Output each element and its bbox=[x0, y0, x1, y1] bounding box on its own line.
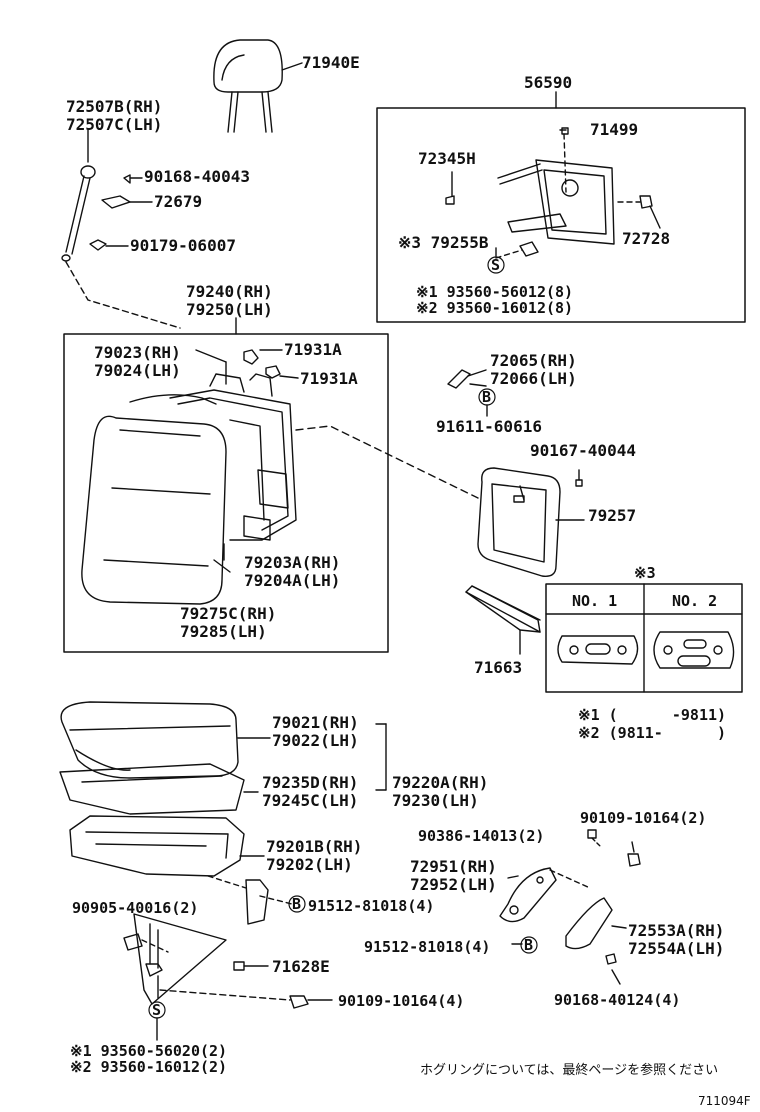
label-72507B[interactable]: 72507B(RH) bbox=[66, 97, 163, 116]
label-93560-56012[interactable]: ※1 93560-56012(8) bbox=[416, 283, 574, 301]
label-71931A-2[interactable]: 71931A bbox=[300, 369, 358, 388]
label-72728[interactable]: 72728 bbox=[622, 229, 671, 248]
label-72951[interactable]: 72951(RH) bbox=[410, 857, 497, 876]
label-90109-10164-a[interactable]: 90109-10164(2) bbox=[580, 809, 707, 827]
label-71499[interactable]: 71499 bbox=[590, 120, 639, 139]
label-90109-10164-b[interactable]: 90109-10164(4) bbox=[338, 992, 465, 1010]
label-72345H[interactable]: 72345H bbox=[418, 149, 476, 168]
label-79024[interactable]: 79024(LH) bbox=[94, 361, 181, 380]
board-79257 bbox=[477, 467, 585, 577]
bolt-72065 bbox=[447, 369, 487, 389]
label-79275C[interactable]: 79275C(RH) bbox=[180, 604, 277, 623]
label-93560-16012b[interactable]: ※2 93560-16012(2) bbox=[70, 1058, 228, 1076]
label-79201B[interactable]: 79201B(RH) bbox=[266, 837, 363, 856]
hog-ring-note: ホグリングについては、最終ページを参照ください bbox=[420, 1063, 719, 1078]
label-79245C[interactable]: 79245C(LH) bbox=[262, 791, 359, 810]
seatback-board-assembly bbox=[445, 127, 661, 259]
label-72065[interactable]: 72065(RH) bbox=[490, 351, 577, 370]
label-90167-40044[interactable]: 90167-40044 bbox=[530, 441, 636, 460]
label-79257[interactable]: 79257 bbox=[588, 506, 637, 525]
label-91611-60616[interactable]: 91611-60616 bbox=[436, 417, 542, 436]
label-72679[interactable]: 72679 bbox=[154, 192, 203, 211]
label-date1: ※1 ( -9811) bbox=[578, 706, 727, 724]
label-71931A-1[interactable]: 71931A bbox=[284, 340, 342, 359]
label-71663[interactable]: 71663 bbox=[474, 658, 523, 677]
plate-no2 bbox=[653, 631, 735, 669]
label-79235D[interactable]: 79235D(RH) bbox=[262, 773, 359, 792]
marker-s-1: S bbox=[491, 256, 501, 274]
label-71940E[interactable]: 71940E bbox=[302, 53, 360, 72]
marker-b-2: B bbox=[292, 895, 302, 913]
label-90179-06007[interactable]: 90179-06007 bbox=[130, 236, 236, 255]
label-72952[interactable]: 72952(LH) bbox=[410, 875, 497, 894]
label-79023[interactable]: 79023(RH) bbox=[94, 343, 181, 362]
label-note3: ※3 bbox=[634, 564, 656, 582]
label-56590[interactable]: 56590 bbox=[524, 73, 573, 92]
label-91512-81018-b[interactable]: 91512-81018(4) bbox=[364, 938, 491, 956]
label-90386-14013[interactable]: 90386-14013(2) bbox=[418, 827, 545, 845]
label-90168-40043[interactable]: 90168-40043 bbox=[144, 167, 250, 186]
label-71628E[interactable]: 71628E bbox=[272, 957, 330, 976]
marker-s-2: S bbox=[152, 1001, 162, 1019]
label-72507C[interactable]: 72507C(LH) bbox=[66, 115, 163, 134]
label-79240[interactable]: 79240(RH) bbox=[186, 282, 273, 301]
plate-no1 bbox=[557, 635, 639, 665]
label-79285[interactable]: 79285(LH) bbox=[180, 622, 267, 641]
seatback-frame bbox=[169, 373, 297, 573]
seat-cushion-cover bbox=[60, 701, 271, 779]
box-56590 bbox=[376, 107, 746, 323]
label-91512-81018-a[interactable]: 91512-81018(4) bbox=[308, 897, 435, 915]
seatback-cover bbox=[81, 394, 227, 605]
label-93560-56020[interactable]: ※1 93560-56020(2) bbox=[70, 1042, 228, 1060]
label-79230[interactable]: 79230(LH) bbox=[392, 791, 479, 810]
label-79021[interactable]: 79021(RH) bbox=[272, 713, 359, 732]
label-79204A[interactable]: 79204A(LH) bbox=[244, 571, 341, 590]
label-no2: NO. 2 bbox=[672, 592, 718, 610]
hinge-72951 bbox=[499, 867, 591, 923]
marker-b-1: B bbox=[482, 388, 492, 406]
label-72066[interactable]: 72066(LH) bbox=[490, 369, 577, 388]
label-no1: NO. 1 bbox=[572, 592, 618, 610]
headrest bbox=[213, 39, 303, 133]
label-79203A[interactable]: 79203A(RH) bbox=[244, 553, 341, 572]
seat-frame bbox=[69, 815, 265, 889]
label-79220A[interactable]: 79220A(RH) bbox=[392, 773, 489, 792]
box-79240 bbox=[63, 333, 389, 653]
seat-pad bbox=[59, 763, 259, 815]
pins bbox=[195, 349, 299, 385]
label-72554A[interactable]: 72554A(LH) bbox=[628, 939, 725, 958]
cover-72553A bbox=[565, 897, 627, 985]
label-79255B[interactable]: ※3 79255B bbox=[398, 233, 489, 252]
label-93560-16012[interactable]: ※2 93560-16012(8) bbox=[416, 299, 574, 317]
diagram-code: 711094F bbox=[698, 1094, 751, 1108]
screws-right bbox=[511, 829, 641, 945]
label-72553A[interactable]: 72553A(RH) bbox=[628, 921, 725, 940]
lever-rod bbox=[61, 129, 181, 329]
label-79250[interactable]: 79250(LH) bbox=[186, 300, 273, 319]
label-90168-40124[interactable]: 90168-40124(4) bbox=[554, 991, 681, 1009]
label-79022[interactable]: 79022(LH) bbox=[272, 731, 359, 750]
label-date2: ※2 (9811- ) bbox=[578, 724, 727, 742]
label-90905-40016[interactable]: 90905-40016(2) bbox=[72, 899, 199, 917]
bracket-71663 bbox=[465, 585, 541, 655]
label-79202[interactable]: 79202(LH) bbox=[266, 855, 353, 874]
marker-b-3: B bbox=[524, 936, 534, 954]
